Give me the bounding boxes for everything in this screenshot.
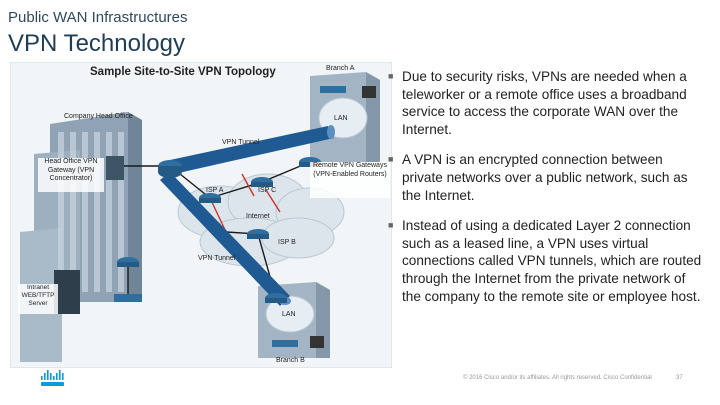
bullet-item: ■ Due to security risks, VPNs are needed… (388, 68, 706, 138)
isp-a-label: ISP A (206, 187, 224, 194)
intranet-server-label: Intranet WEB/TFTP Server (21, 284, 55, 307)
isp-a-router-icon (199, 193, 221, 203)
branch-a-pc-icon (362, 86, 376, 98)
red-connection-lines (209, 173, 281, 233)
internet-label: Internet (246, 213, 270, 220)
bullet-square-icon: ■ (388, 220, 394, 231)
slide-subtitle: Public WAN Infrastructures (8, 9, 188, 26)
slide-title: VPN Technology (8, 30, 185, 57)
bullet-item: ■ A VPN is an encrypted connection betwe… (388, 151, 706, 204)
cisco-logo-icon (41, 370, 64, 386)
vpn-topology-diagram: Sample Site-to-Site VPN Topology Branch … (10, 62, 392, 368)
head-office-gateway-label: Head Office VPN Gateway (VPN Concentrato… (44, 158, 98, 182)
head-office-label: Company Head Office (64, 113, 133, 120)
bullet-text: Instead of using a dedicated Layer 2 con… (402, 218, 702, 304)
vpn-tunnel-top-label: VPN Tunnel (222, 139, 260, 146)
footer-copyright: © 2016 Cisco and/or its affiliates. All … (463, 375, 652, 381)
diagram-heading: Sample Site-to-Site VPN Topology (90, 66, 276, 78)
isp-c-router-icon (251, 177, 273, 187)
branch-b-switch-icon (272, 340, 298, 347)
branch-b-router-icon (265, 293, 287, 303)
bullet-text: A VPN is an encrypted connection between… (402, 152, 688, 203)
bullet-list: ■ Due to security risks, VPNs are needed… (388, 68, 706, 318)
branch-a-switch-icon (320, 86, 346, 93)
intranet-server-icon (54, 270, 80, 314)
bullet-square-icon: ■ (388, 71, 394, 81)
head-office-windows (58, 132, 124, 292)
head-office-label-box (38, 158, 104, 192)
bullet-text: Due to security risks, VPNs are needed w… (402, 69, 687, 137)
branch-a-label: Branch A (326, 65, 355, 72)
head-office-switch-icon (114, 294, 142, 302)
isp-c-label: ISP C (258, 187, 276, 194)
page-number: 37 (676, 375, 683, 381)
router-icon (158, 160, 182, 178)
vpn-tunnel-bottom-label: VPN Tunnel (198, 255, 236, 262)
lan-b-label: LAN (282, 311, 296, 318)
vpn-concentrator-icon (106, 156, 124, 180)
isp-b-router-icon (247, 229, 269, 239)
intranet-server-label-box (18, 284, 58, 314)
remote-gateways-label-box (310, 162, 390, 198)
bullet-square-icon: ■ (388, 154, 394, 165)
head-office-router-icon (117, 257, 139, 267)
branch-b-label: Branch B (276, 357, 305, 364)
bullet-item: ■ Instead of using a dedicated Layer 2 c… (388, 217, 706, 305)
vpn-tunnel-top (170, 125, 335, 174)
isp-b-label: ISP B (278, 239, 296, 246)
internet-cloud-icon (177, 173, 345, 267)
lan-a-label: LAN (334, 115, 348, 122)
remote-gateways-label: Remote VPN Gateways (VPN-Enabled Routers… (313, 162, 387, 178)
branch-b-pc-icon (310, 336, 324, 348)
